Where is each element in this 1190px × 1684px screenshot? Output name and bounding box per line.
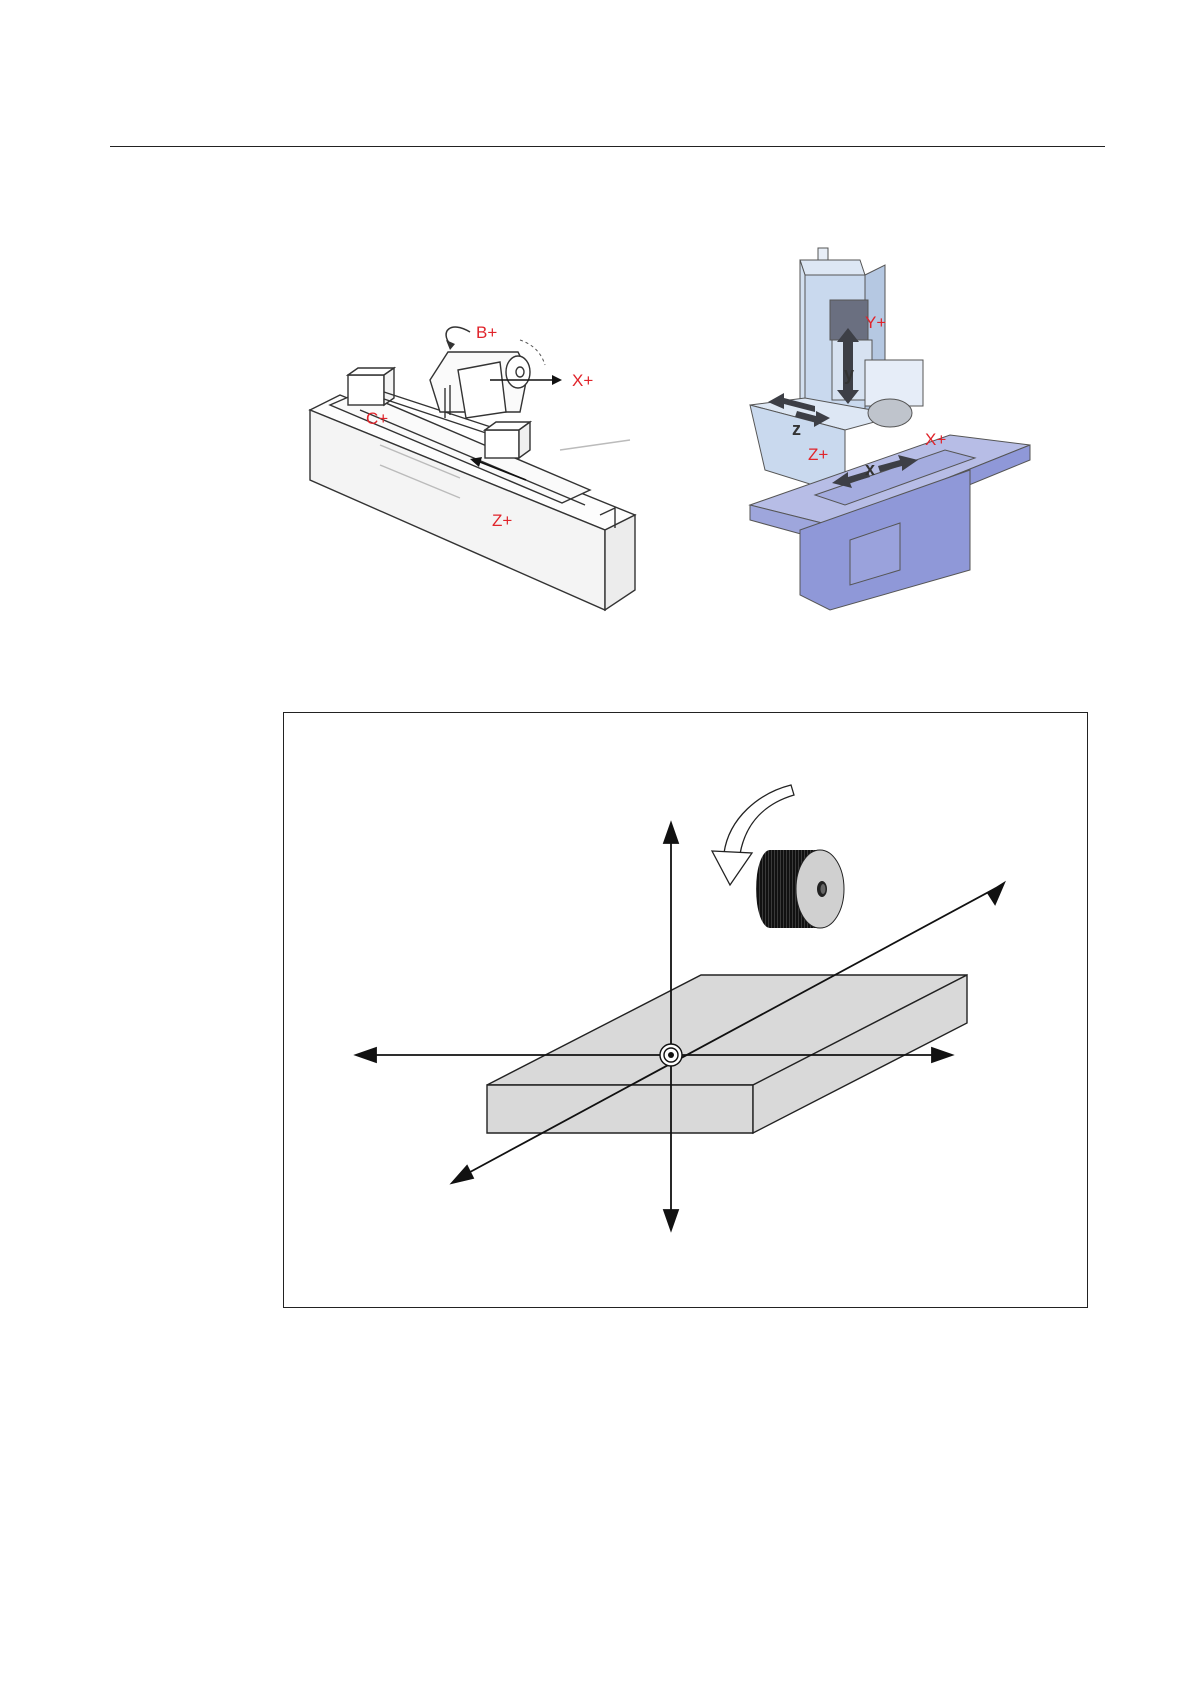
z-plus-label: Z+ bbox=[492, 511, 512, 530]
cylindrical-grinder-drawing: B+ X+ C+ Z+ bbox=[300, 300, 670, 620]
surface-grinder-drawing: Y+ y z Z+ x X+ bbox=[740, 240, 1060, 630]
grinding-wheel bbox=[756, 850, 844, 928]
c-plus-label: C+ bbox=[366, 409, 388, 428]
z-plus-label: Z+ bbox=[808, 445, 828, 464]
x-plus-label: X+ bbox=[572, 371, 593, 390]
x-plus-label: X+ bbox=[925, 430, 946, 449]
origin-marker bbox=[660, 1044, 682, 1066]
y-plus-label: Y+ bbox=[865, 313, 886, 332]
workpiece-block bbox=[487, 975, 967, 1133]
axis-diagram-drawing bbox=[284, 713, 1089, 1309]
y-axis-label: y bbox=[844, 364, 854, 384]
z-axis-label: z bbox=[792, 419, 801, 439]
cylindrical-grinder-figure: B+ X+ C+ Z+ bbox=[300, 300, 670, 620]
axis-diagram-figure bbox=[283, 712, 1088, 1308]
header-rule bbox=[110, 146, 1105, 147]
x-axis-label: x bbox=[865, 459, 875, 479]
surface-grinder-figure: Y+ y z Z+ x X+ bbox=[740, 240, 1060, 630]
b-plus-label: B+ bbox=[476, 323, 497, 342]
